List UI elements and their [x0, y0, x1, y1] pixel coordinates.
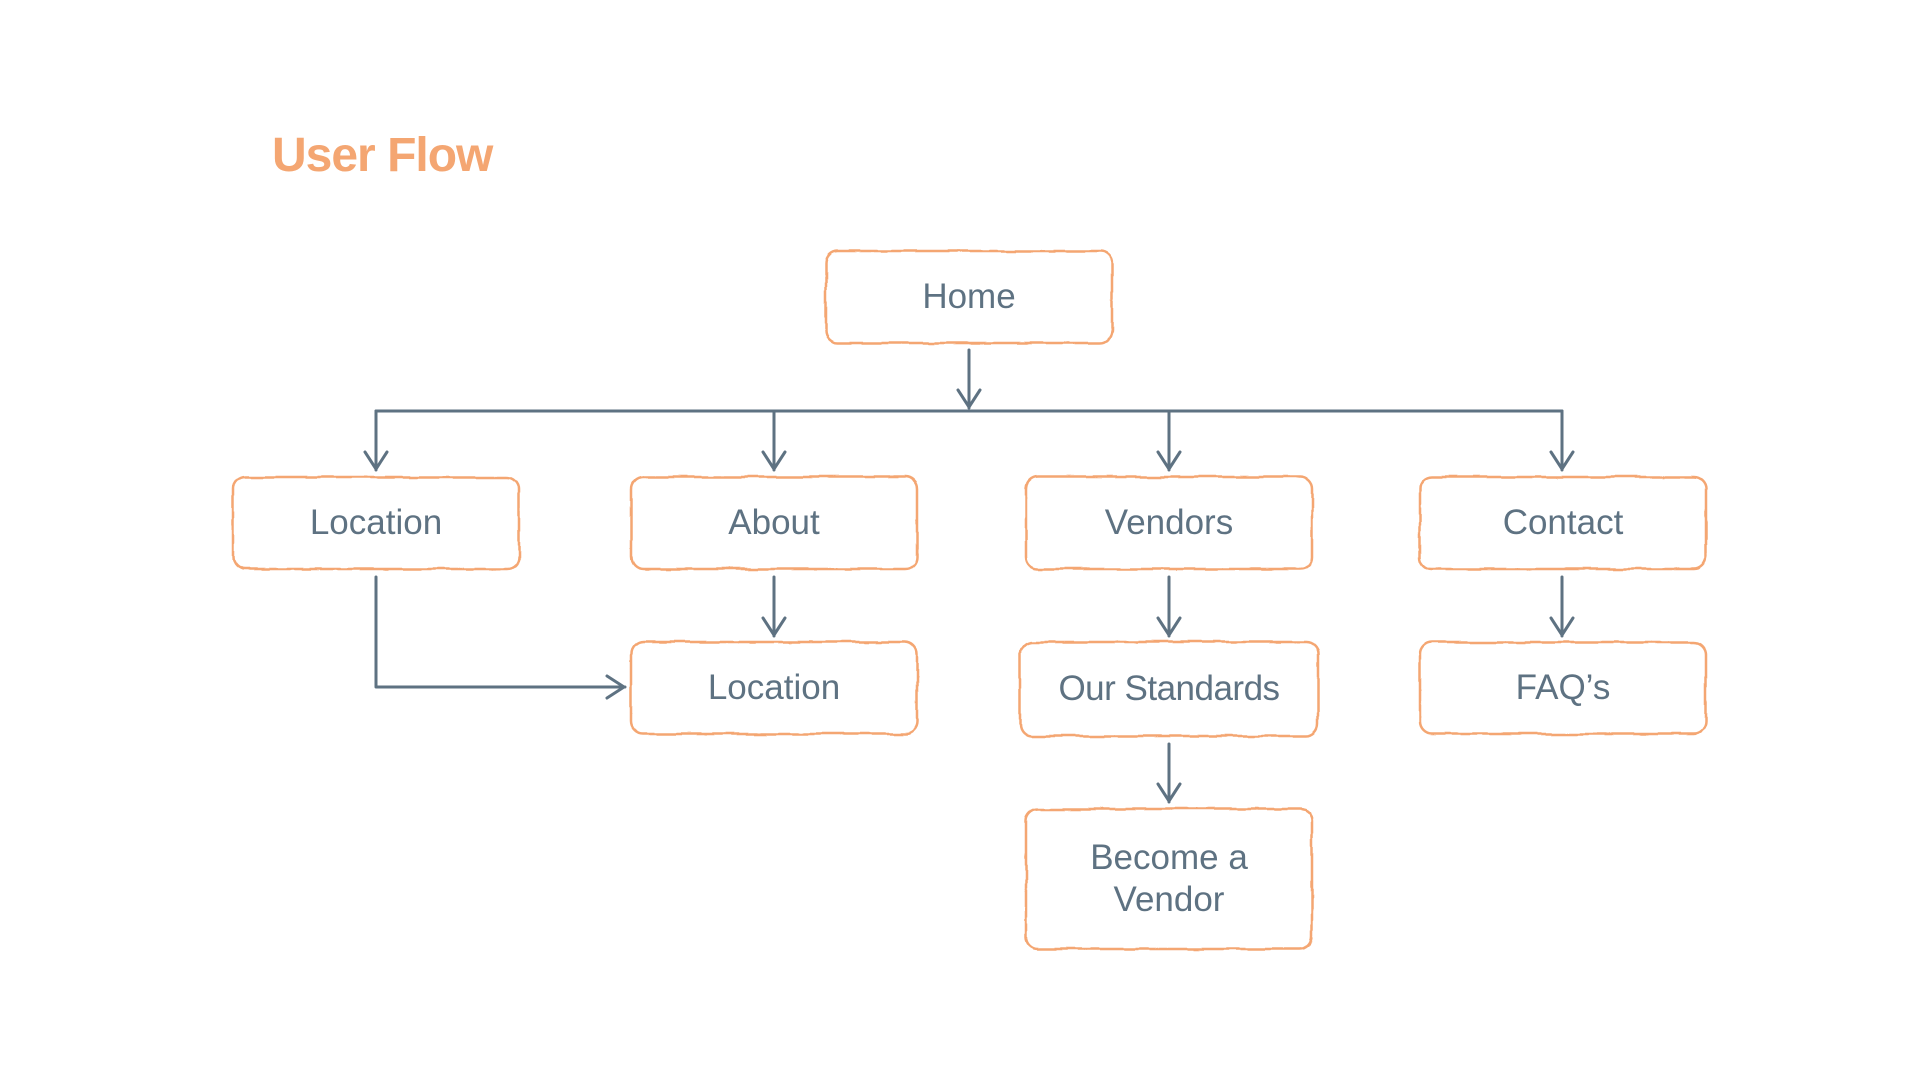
node-box-contact: [1418, 475, 1708, 571]
node-box-about-location: [629, 640, 919, 736]
node-box-location: [231, 475, 521, 571]
arrowhead-about: [761, 450, 787, 471]
node-our-standards: Our Standards: [1058, 669, 1280, 708]
arrowhead-vendors: [1156, 450, 1182, 471]
arrowhead-standards: [1156, 616, 1182, 637]
arrowhead-location: [363, 450, 389, 471]
node-box-vendors: [1024, 475, 1314, 571]
arrowhead-contact: [1549, 450, 1575, 471]
node-box-faqs: [1418, 640, 1708, 736]
arrowhead-location-elbow: [605, 674, 626, 700]
node-box-about: [629, 475, 919, 571]
node-location: Location: [309, 503, 443, 542]
node-about-location: Location: [707, 668, 841, 707]
arrowhead-about-location: [761, 616, 787, 637]
node-become-vendor: Become a Vendor: [1090, 838, 1248, 919]
diagram-title: User Flow: [272, 129, 493, 182]
node-vendors: Vendors: [1104, 503, 1234, 542]
connector-location-to-about-location: [374, 575, 627, 689]
arrowhead-become-vendor: [1156, 782, 1182, 803]
node-box-our-standards: [1018, 640, 1320, 738]
node-home: Home: [922, 277, 1016, 316]
arrowhead-home: [956, 388, 982, 409]
node-about: About: [728, 503, 820, 542]
node-box-home: [824, 249, 1114, 345]
node-faqs: FAQ’s: [1515, 668, 1611, 707]
node-box-become-vendor: [1024, 807, 1314, 951]
node-contact: Contact: [1502, 503, 1624, 542]
arrowhead-faqs: [1549, 616, 1575, 637]
